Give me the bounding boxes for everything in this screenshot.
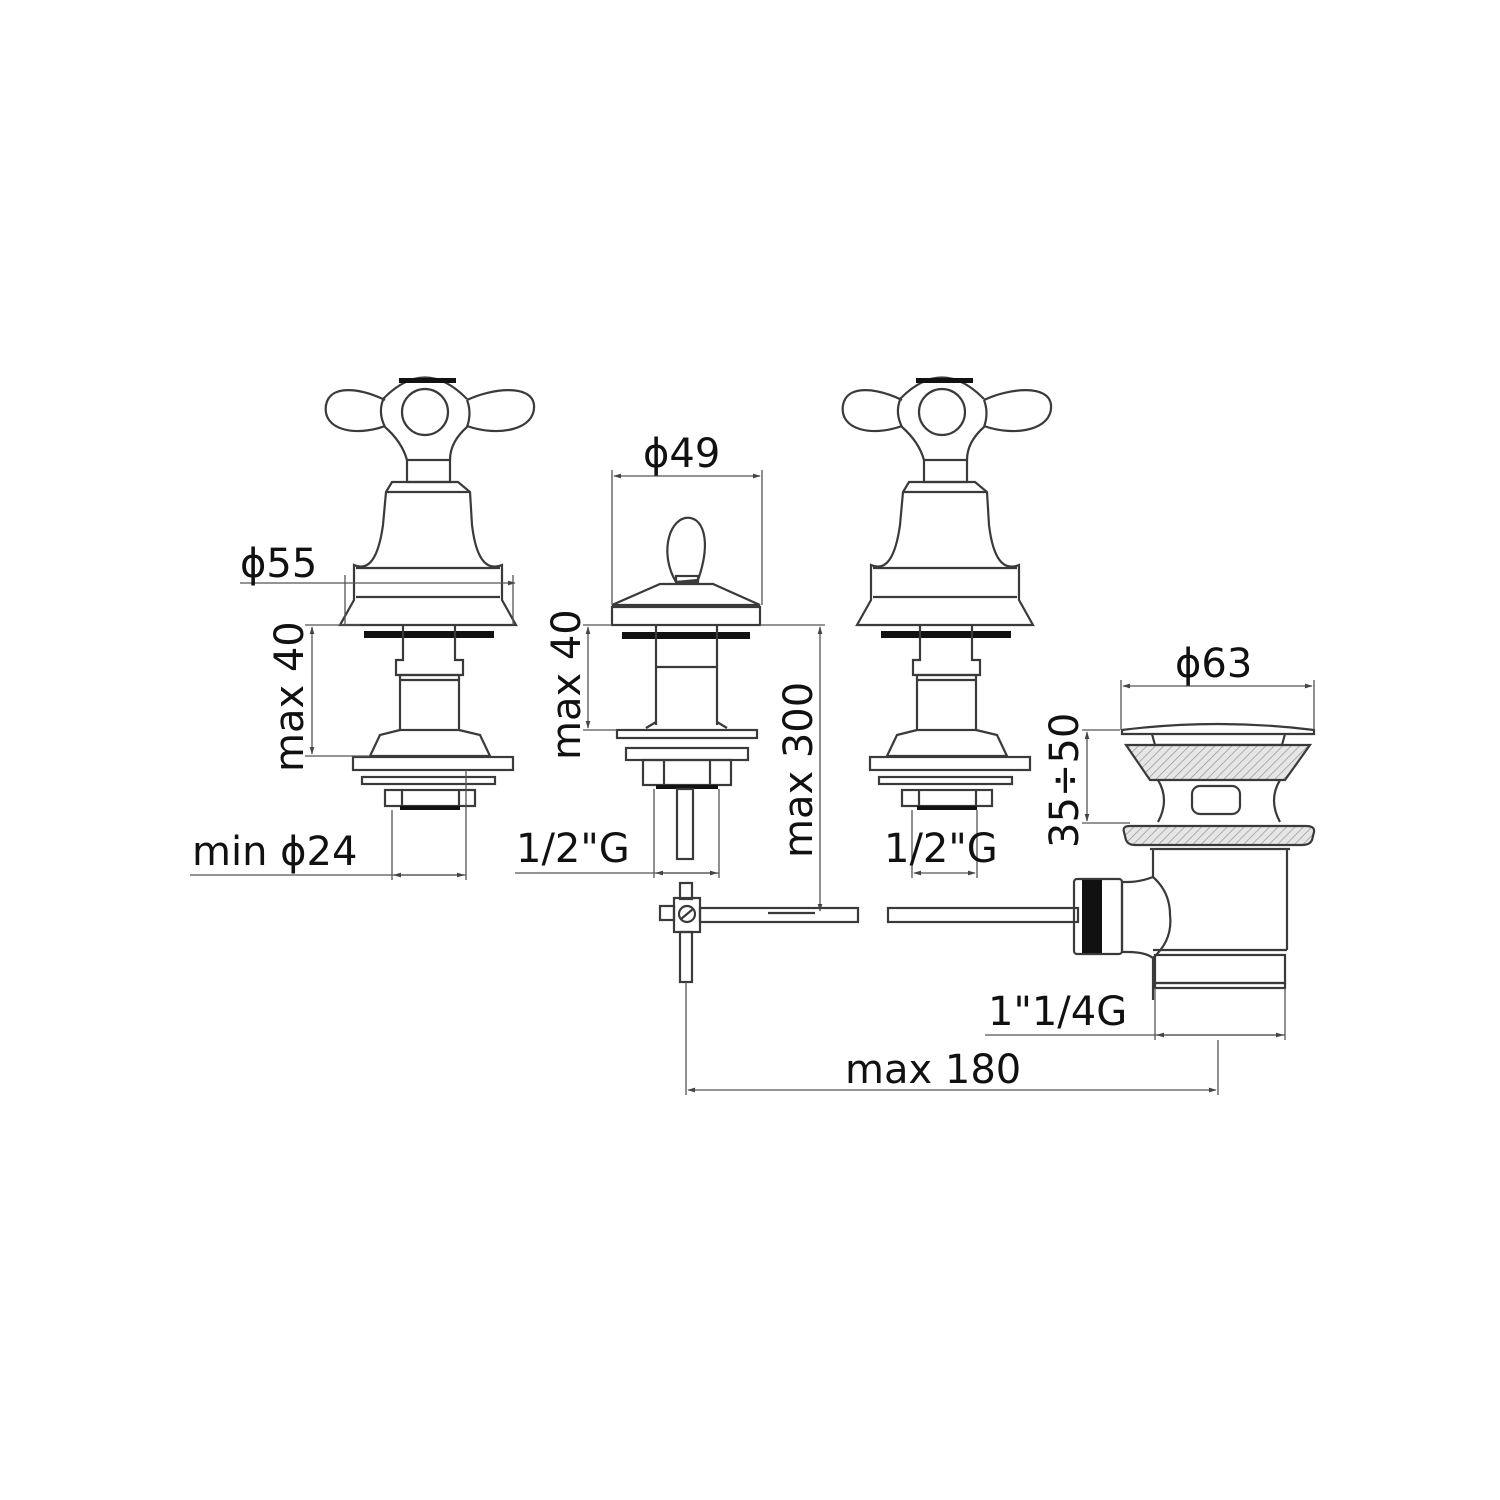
right-tap [841, 376, 1053, 810]
label-waste-diameter: ϕ63 [1175, 641, 1252, 687]
label-rod-max-reach: max 180 [845, 1047, 1021, 1093]
label-spout-diameter: ϕ49 [643, 431, 720, 477]
lever-knob-icon [666, 516, 706, 584]
pop-up-waste [1072, 722, 1316, 1000]
label-spout-max-height: max 40 [544, 609, 590, 760]
screw-icon [677, 904, 697, 924]
label-waste-thread: 1"1/4G [988, 989, 1127, 1035]
label-left-tap-max-height: max 40 [267, 621, 313, 772]
label-left-tap-diameter: ϕ55 [240, 541, 317, 587]
pop-up-rod [658, 881, 1080, 984]
cross-handle-icon [841, 376, 1053, 484]
label-spout-thread: 1/2"G [516, 826, 630, 872]
label-rod-max-length: max 300 [776, 682, 822, 858]
label-waste-height-range: 35÷50 [1042, 713, 1088, 848]
dimension-labels: ϕ55 max 40 min ϕ24 ϕ49 max 40 1/2"G max … [192, 431, 1252, 1093]
left-tap [324, 376, 536, 810]
dimension-lines [190, 470, 1315, 1095]
cross-handle-icon [324, 376, 536, 484]
label-left-tap-min-hole: min ϕ24 [192, 829, 357, 875]
center-spout [610, 516, 762, 861]
label-right-tap-thread: 1/2"G [884, 826, 998, 872]
